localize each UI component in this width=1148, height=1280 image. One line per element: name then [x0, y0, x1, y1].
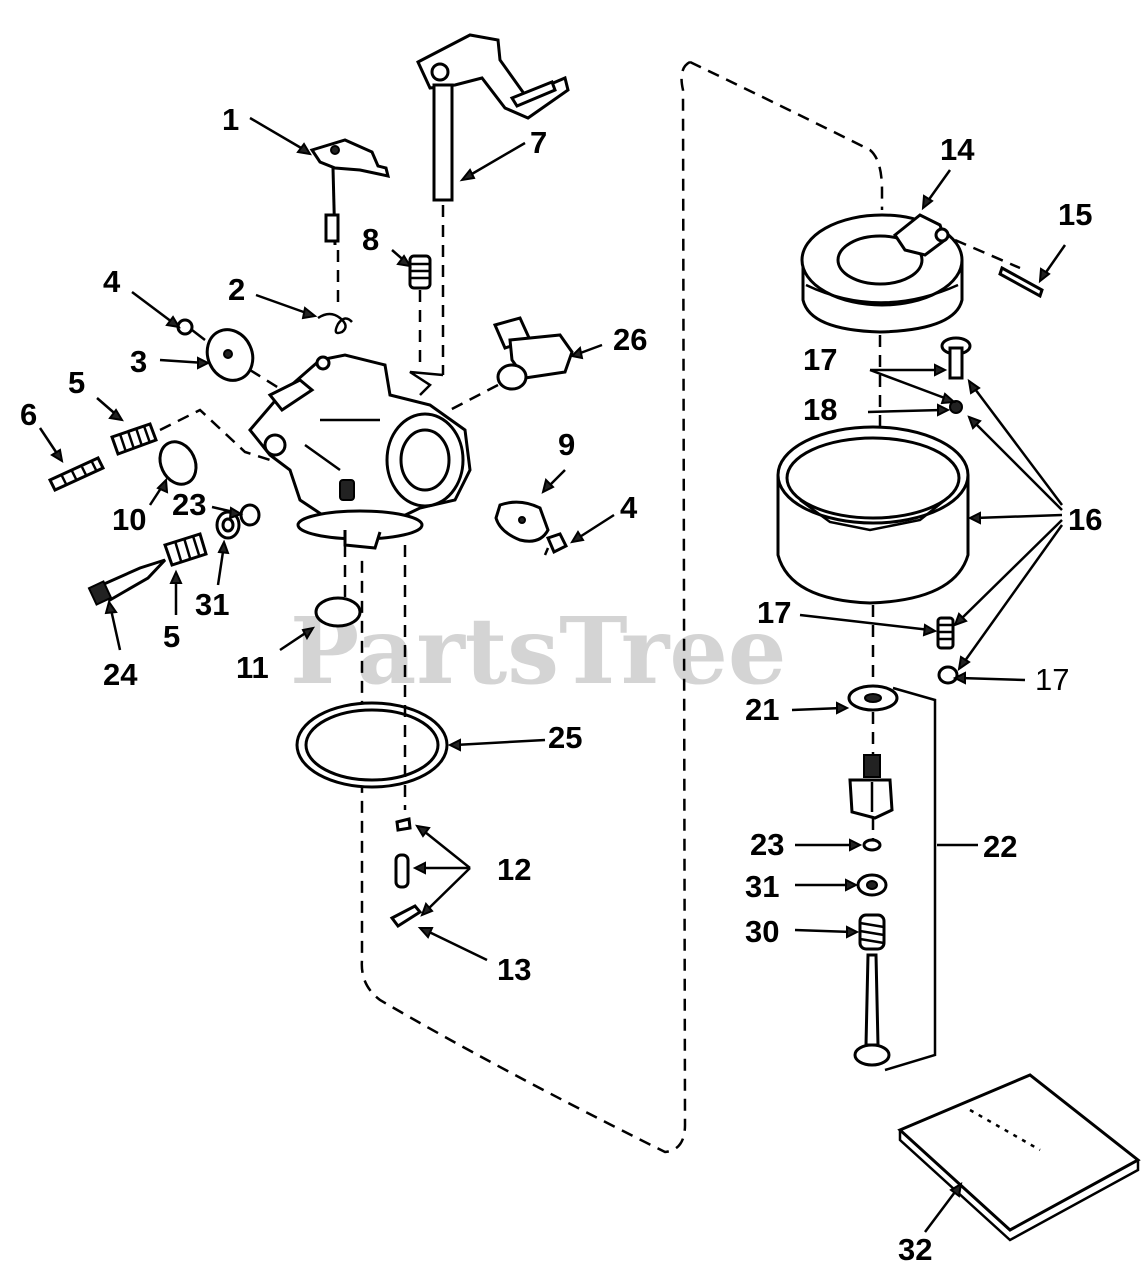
part-screw-4-right — [543, 532, 569, 556]
part-cup-11 — [314, 596, 362, 628]
callout-23-left: 23 — [172, 487, 206, 522]
bracket-22 — [884, 686, 937, 1072]
part-booklet-32 — [897, 1073, 1141, 1242]
part-clip-17 — [937, 665, 959, 685]
callout-1: 1 — [222, 102, 239, 137]
callout-17-top: 17 — [803, 342, 837, 377]
callout-5-top: 5 — [68, 365, 85, 400]
part-spring-30 — [858, 913, 886, 951]
callout-6: 6 — [20, 397, 37, 432]
part-washer-21 — [847, 684, 899, 755]
callout-10: 10 — [112, 502, 146, 537]
part-pin-15 — [998, 265, 1044, 299]
part-spring-5-top — [110, 408, 271, 462]
callout-labels: 1 2 3 4 5 6 7 8 9 10 23 4 31 5 24 11 25 … — [20, 102, 1102, 1267]
part-float-14 — [800, 213, 1021, 334]
part-screw-8 — [408, 254, 432, 370]
part-float-bowl-16 — [776, 425, 970, 605]
callout-3: 3 — [130, 344, 147, 379]
part-spring-5-bottom — [163, 532, 208, 567]
callout-4-right: 4 — [620, 490, 638, 525]
callout-32: 32 — [898, 1232, 932, 1267]
part-spring-2 — [317, 312, 353, 335]
part-washer-31 — [856, 873, 888, 897]
part-throttle-shaft — [409, 33, 570, 396]
watermark: PartsTree — [290, 597, 786, 705]
callout-13: 13 — [497, 952, 531, 987]
part-carburetor-body — [248, 353, 472, 620]
callout-16: 16 — [1068, 502, 1102, 537]
callout-18: 18 — [803, 392, 837, 427]
callout-15: 15 — [1058, 197, 1092, 232]
callout-21: 21 — [745, 692, 779, 727]
part-choke-plate — [205, 328, 291, 397]
callout-24: 24 — [103, 657, 138, 692]
part-washers-left — [215, 503, 261, 540]
callout-7: 7 — [530, 125, 547, 160]
callout-4-top: 4 — [103, 264, 121, 299]
callout-17-mid: 17 — [757, 595, 791, 630]
part-screw-4-top — [176, 318, 206, 341]
part-spring-17 — [936, 616, 955, 650]
part-gasket-25 — [295, 545, 449, 810]
part-valve-17-top — [940, 336, 972, 380]
part-oring-23 — [862, 838, 882, 852]
callout-23-right: 23 — [750, 827, 784, 862]
callout-9: 9 — [558, 427, 575, 462]
part-disc-10 — [158, 440, 198, 486]
callout-31-left: 31 — [195, 587, 229, 622]
callout-22: 22 — [983, 829, 1017, 864]
callout-25: 25 — [548, 720, 582, 755]
callout-17-bottom: 17 — [1035, 662, 1069, 697]
part-pins-12 — [389, 817, 423, 929]
callout-26: 26 — [613, 322, 647, 357]
callout-11: 11 — [236, 650, 269, 685]
part-needle-stem — [853, 953, 891, 1067]
part-fitting-26 — [449, 316, 574, 412]
part-throttle-plate — [494, 500, 550, 543]
callout-2: 2 — [228, 272, 245, 307]
leader-lines — [38, 116, 1067, 1233]
part-bowl-nut-22 — [848, 754, 894, 843]
assembly-outline — [360, 60, 884, 1154]
callout-8: 8 — [362, 222, 379, 257]
callout-30: 30 — [745, 914, 779, 949]
callout-14: 14 — [940, 132, 975, 167]
part-choke-lever — [309, 138, 391, 310]
part-ball-18 — [949, 400, 963, 414]
callout-5-bottom: 5 — [163, 619, 180, 654]
part-idle-screw — [47, 456, 106, 492]
part-needle-valve — [87, 558, 167, 606]
callout-12: 12 — [497, 852, 531, 887]
callout-31-right: 31 — [745, 869, 779, 904]
